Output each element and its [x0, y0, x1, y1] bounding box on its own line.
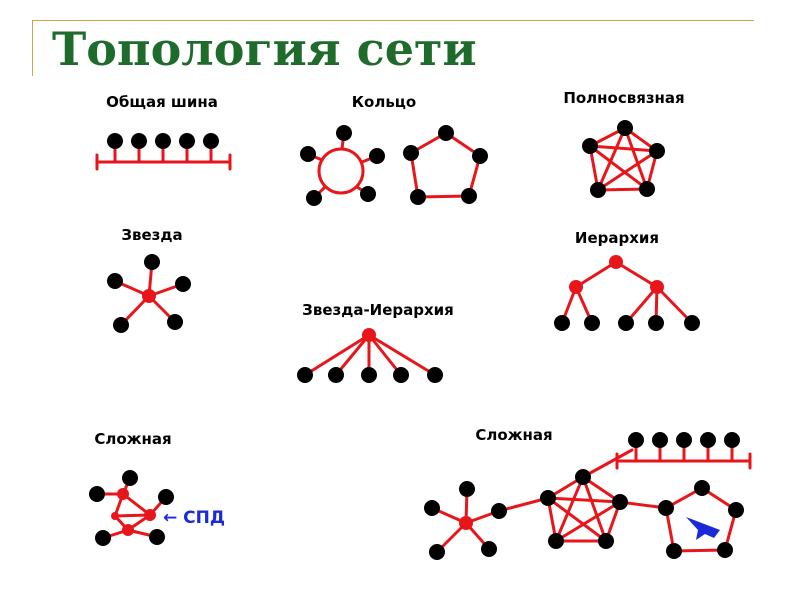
hierarchy-left-hub [569, 280, 583, 294]
hierarchy-right-hub [650, 280, 664, 294]
star-hierarchy-nodes [297, 367, 443, 383]
label-ring: Кольцо [352, 93, 416, 111]
ring-pentagon-topology [409, 131, 482, 199]
router-arrow-icon [686, 517, 720, 540]
label-bus: Общая шина [106, 93, 218, 111]
bus-nodes [107, 133, 219, 149]
hierarchy-nodes [554, 315, 700, 331]
label-star-hierarchy: Звезда-Иерархия [302, 301, 454, 319]
complex-left-hubs [111, 488, 156, 536]
label-spd: ← СПД [163, 508, 225, 528]
star-hierarchy-hub [362, 328, 376, 342]
star-nodes [107, 254, 191, 333]
label-hierarchy: Иерархия [575, 229, 659, 247]
label-star: Звезда [121, 226, 182, 244]
mesh-nodes [582, 120, 665, 198]
label-mesh: Полносвязная [563, 89, 684, 107]
page-title: Топология сети [52, 22, 477, 76]
complex-right-star-hub [459, 516, 473, 530]
label-complex-right: Сложная [475, 426, 552, 444]
ring-circle-nodes [300, 125, 385, 206]
ring-pentagon-nodes [403, 125, 488, 205]
ring-pentagon [409, 131, 482, 199]
label-complex-left: Сложная [94, 430, 171, 448]
title-rule [32, 20, 754, 21]
hierarchy-topology [560, 260, 694, 325]
title-rule-left [32, 20, 33, 76]
star-hub [142, 289, 156, 303]
star-hierarchy-topology [303, 333, 437, 377]
complex-right-nodes [424, 432, 744, 560]
complex-left-nodes [89, 470, 174, 546]
mesh-topology [588, 126, 659, 192]
hierarchy-root-hub [609, 255, 623, 269]
